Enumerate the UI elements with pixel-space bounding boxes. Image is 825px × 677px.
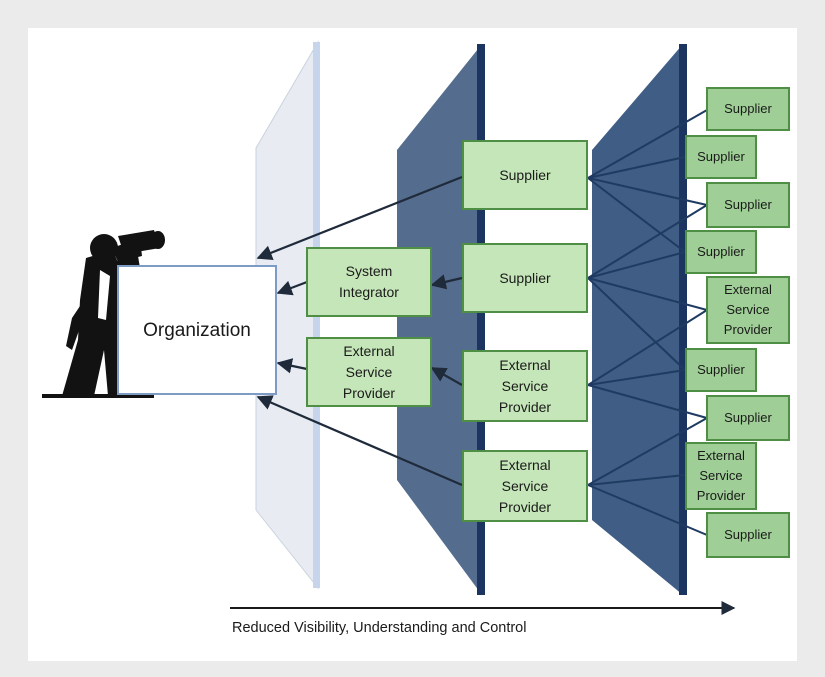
organization-box: Organization [117, 265, 277, 395]
tier2-supplier-box: Supplier [462, 140, 588, 210]
visibility-panel-2-edge [477, 44, 485, 595]
tier2-external-service-provider-label: External Service Provider [498, 456, 552, 515]
tier2-external-service-provider-label: External Service Provider [498, 356, 552, 415]
tier2-tier3-connectors [587, 109, 708, 536]
observer-with-binoculars-icon [42, 230, 165, 398]
tier3-supplier-box: Supplier [685, 135, 757, 179]
arrow-esp1-to-esp [430, 367, 463, 386]
tier2-supplier-label: Supplier [499, 269, 551, 286]
arrow-esp-to-org [276, 358, 308, 374]
tier3-supplier-label: Supplier [697, 244, 745, 259]
arrow-esp2-to-org [256, 395, 463, 487]
tier3-supplier-label: Supplier [724, 410, 772, 425]
system-integrator-label: System Integrator [339, 263, 399, 300]
arrow-integrator-to-org [276, 280, 308, 296]
tier3-external-service-provider-box: External Service Provider [706, 276, 790, 344]
tier3-supplier-box: Supplier [706, 395, 790, 441]
tier3-supplier-box: Supplier [685, 348, 757, 392]
external-service-provider-box: External Service Provider [306, 337, 432, 407]
visibility-axis-caption: Reduced Visibility, Understanding and Co… [232, 620, 527, 636]
tier2-supplier-label: Supplier [499, 166, 551, 183]
organization-label: Organization [143, 319, 251, 341]
external-service-provider-label: External Service Provider [342, 342, 396, 401]
tier3-supplier-box: Supplier [706, 182, 790, 228]
tier3-supplier-box: Supplier [706, 87, 790, 131]
visibility-panel-3-edge [679, 44, 687, 595]
tier3-external-service-provider-box: External Service Provider [685, 442, 757, 510]
tier2-external-service-provider-box: External Service Provider [462, 350, 588, 422]
tier3-external-service-provider-label: External Service Provider [723, 282, 773, 337]
tier3-supplier-box: Supplier [685, 230, 757, 274]
tier2-external-service-provider-box: External Service Provider [462, 450, 588, 522]
system-integrator-box: System Integrator [306, 247, 432, 317]
tier3-supplier-label: Supplier [697, 362, 745, 377]
tier3-supplier-box: Supplier [706, 512, 790, 558]
arrow-supplier2-to-integrator [430, 274, 463, 290]
tier3-external-service-provider-label: External Service Provider [696, 448, 746, 503]
visibility-panel-3 [592, 44, 683, 595]
connector-arrows [256, 175, 463, 487]
tier3-supplier-label: Supplier [724, 197, 772, 212]
tier3-supplier-label: Supplier [724, 101, 772, 116]
tier3-supplier-label: Supplier [724, 527, 772, 542]
tier2-supplier-box: Supplier [462, 243, 588, 313]
visibility-panel-2 [397, 44, 482, 595]
tier3-supplier-label: Supplier [697, 149, 745, 164]
arrow-supplier1-to-org [256, 175, 463, 261]
